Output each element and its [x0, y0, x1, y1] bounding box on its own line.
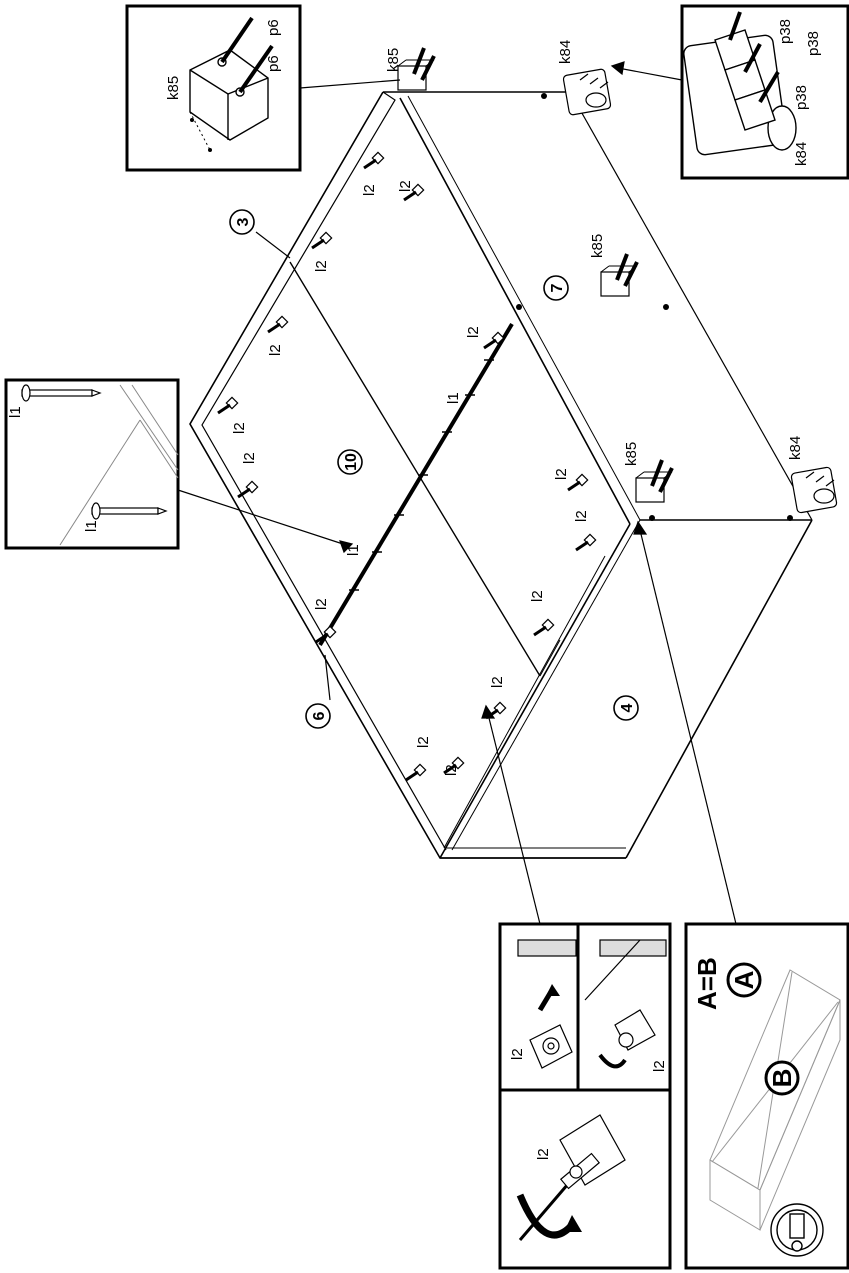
- label-l2: l2: [553, 468, 570, 480]
- nail-icon: [21, 384, 168, 520]
- label-k84-top: k84: [557, 40, 574, 64]
- screw-icon: [311, 231, 333, 250]
- svg-text:7: 7: [549, 283, 566, 292]
- label-k85-top: k85: [385, 48, 402, 72]
- svg-text:B: B: [767, 1069, 797, 1088]
- label-l2: l2: [397, 180, 414, 192]
- screw-icon: [533, 618, 555, 637]
- inset-l2-steps: [498, 922, 672, 1270]
- panel-number-4: 4: [613, 695, 639, 721]
- panel-number-6: 6: [305, 703, 331, 729]
- inset-label-l2-a: l2: [509, 1048, 526, 1060]
- rotate-arrow-icon: [598, 1053, 627, 1069]
- label-l1: l1: [445, 392, 462, 404]
- nail-ticks: [349, 359, 494, 591]
- bracket-k84-bottom: [790, 466, 838, 514]
- tape-measure-icon: [770, 1203, 824, 1257]
- cam-fittings-k85: [397, 47, 674, 503]
- label-l1: l1: [345, 544, 362, 556]
- label-l2: l2: [241, 452, 258, 464]
- inset-label-k84: k84: [793, 142, 810, 166]
- measure-label-a: A: [726, 962, 762, 998]
- screw-icon: [315, 625, 337, 644]
- label-l2: l2: [465, 326, 482, 338]
- cam-lock-icon: [397, 47, 436, 91]
- panel-number-10: 10: [337, 449, 363, 475]
- inset-label-p38-a: p38: [777, 19, 794, 44]
- screw-icon: [575, 533, 597, 552]
- label-k84-bottom: k84: [787, 436, 804, 460]
- label-l2: l2: [267, 344, 284, 356]
- svg-text:A: A: [729, 970, 759, 989]
- screw-icon: [567, 473, 589, 492]
- screw-icon: [443, 756, 465, 775]
- leader-lines: [177, 61, 737, 925]
- svg-text:10: 10: [343, 453, 360, 471]
- svg-text:3: 3: [235, 217, 252, 226]
- cabinet-carcass: [189, 91, 813, 859]
- screw-icon: [267, 315, 289, 334]
- label-l2: l2: [361, 184, 378, 196]
- screw-icon: [217, 396, 239, 415]
- panel-number-circles: 3 4 6 7 10: [229, 209, 639, 729]
- inset-k85-detail: [125, 4, 302, 172]
- inset-label-l2-c: l2: [535, 1148, 552, 1160]
- panel-holes: [516, 93, 793, 521]
- svg-text:4: 4: [619, 703, 636, 712]
- screw-icon: [483, 331, 505, 350]
- screw-icon: [405, 763, 427, 782]
- label-k85-mid: k85: [589, 234, 606, 258]
- label-l2: l2: [313, 598, 330, 610]
- screw-icon: [363, 151, 385, 170]
- inset-label-p6-a: p6: [265, 19, 282, 36]
- main-labels: k85 k84 k85 k85 k84 l2 l2 l2 l2 l2 l2 l2 l2 l2 l2 l2 l2 l…: [231, 40, 804, 776]
- inset-label-l1-b: l1: [83, 520, 100, 532]
- label-l2: l2: [443, 764, 460, 776]
- screw-icon: [220, 16, 274, 94]
- screw-icon: [237, 480, 259, 499]
- inset-label-l2-b: l2: [651, 1060, 668, 1072]
- label-l2: l2: [489, 676, 506, 688]
- inset-label-p38-b: p38: [805, 31, 822, 56]
- cam-lock-icon: [600, 253, 639, 297]
- inset-label-p6-b: p6: [265, 55, 282, 72]
- measure-equation: A=B: [692, 957, 722, 1010]
- inset-label-l1-a: l1: [7, 406, 24, 418]
- label-k85-front: k85: [623, 442, 640, 466]
- inset-label-p38-c: p38: [793, 85, 810, 110]
- label-l2: l2: [313, 260, 330, 272]
- label-l2: l2: [529, 590, 546, 602]
- panel-number-3: 3: [229, 209, 255, 235]
- inset-label-k85: k85: [165, 76, 182, 100]
- screw-icon: [728, 11, 780, 104]
- bracket-k84-top: [562, 68, 612, 116]
- label-l2: l2: [415, 736, 432, 748]
- inset-k84-detail: [680, 4, 849, 180]
- label-l2: l2: [573, 510, 590, 522]
- inset-l1-detail: [4, 378, 180, 550]
- panel-number-7: 7: [543, 275, 569, 301]
- screw-icon: [403, 183, 425, 202]
- label-l2: l2: [231, 422, 248, 434]
- inset-measure-detail: [684, 922, 849, 1270]
- measure-label-b: B: [764, 1060, 800, 1096]
- cam-lock-icon: [635, 459, 674, 503]
- svg-text:6: 6: [311, 711, 328, 720]
